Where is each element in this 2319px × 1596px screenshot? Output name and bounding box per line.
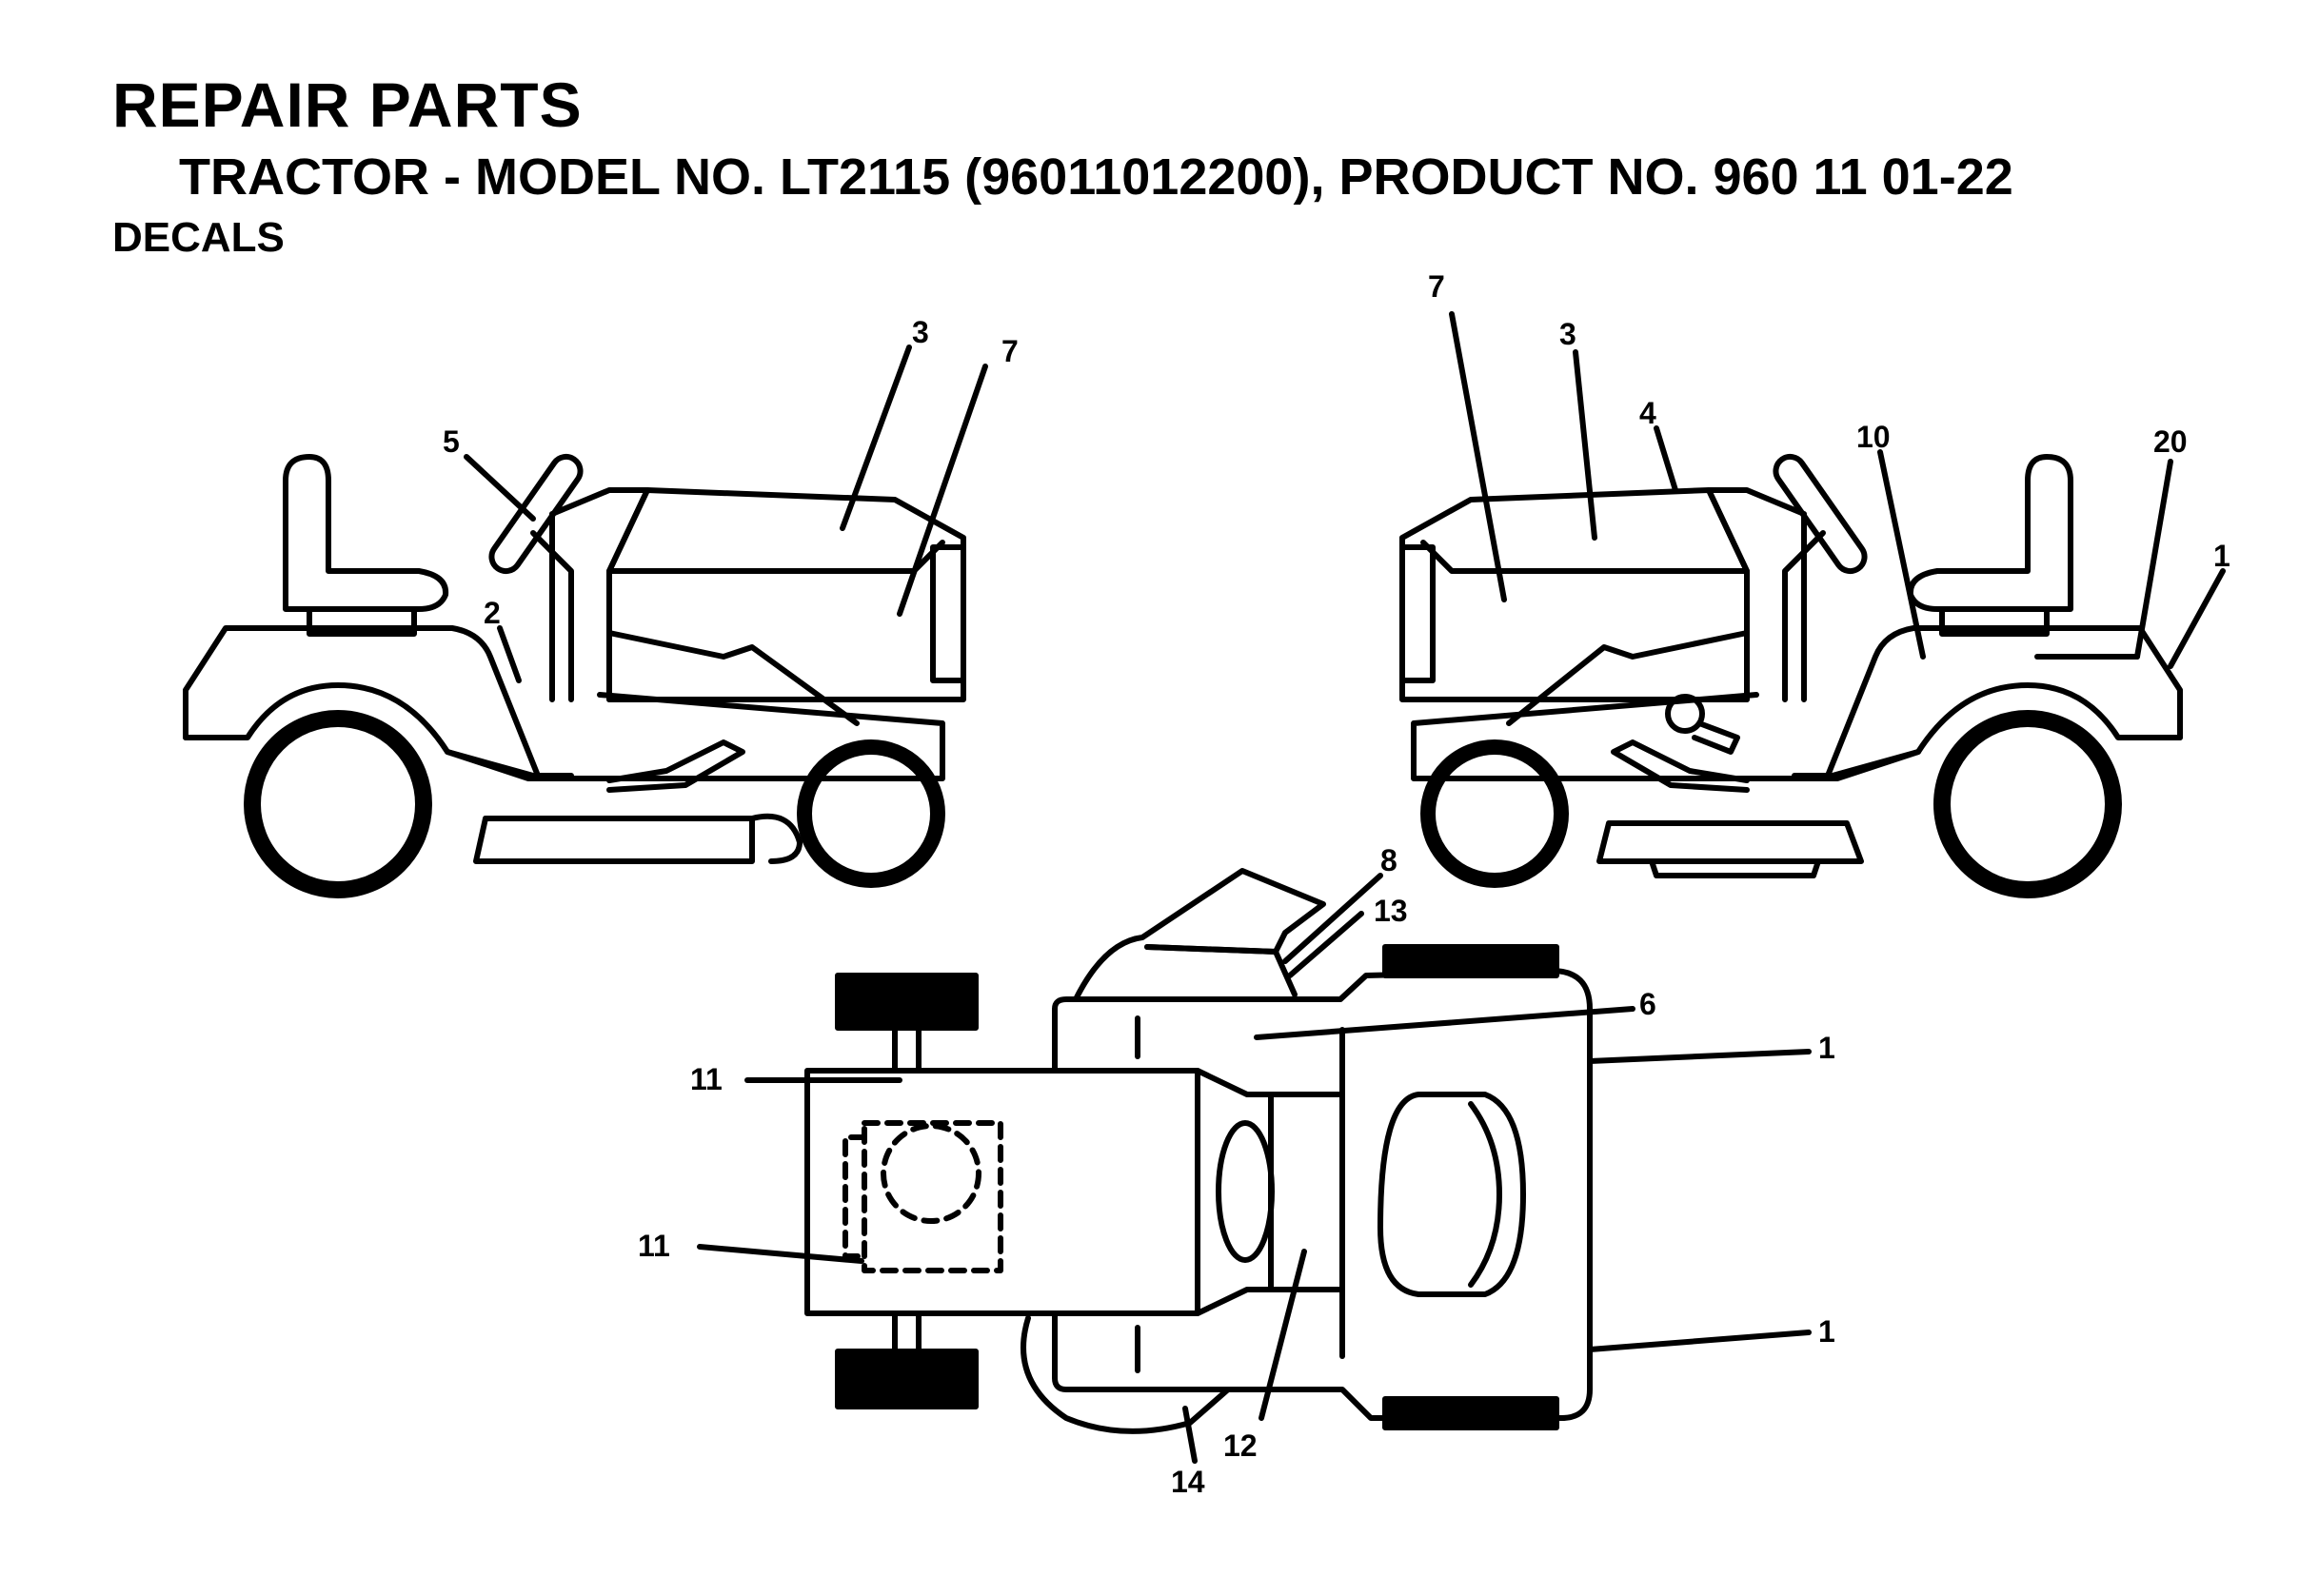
left-steering-column xyxy=(530,530,574,702)
leader-left-5 xyxy=(464,454,536,522)
section-title: DECALS xyxy=(112,214,285,261)
left-grille xyxy=(930,544,966,683)
left-frame xyxy=(445,692,945,781)
callout-right-1: 1 xyxy=(2213,539,2230,573)
right-steering-column xyxy=(1782,530,1826,702)
leader-right-7 xyxy=(1449,311,1507,602)
left-rear-wheel xyxy=(244,710,432,898)
leader-top-12 xyxy=(1259,1249,1307,1421)
callout-left-3: 3 xyxy=(912,315,929,349)
top-deck-arc xyxy=(1021,1315,1231,1434)
right-pedal xyxy=(1611,739,1750,793)
right-hood xyxy=(1399,487,1750,702)
model-subtitle: TRACTOR - MODEL NO. LT2115 (96011012200)… xyxy=(179,148,2013,206)
callout-right-20: 20 xyxy=(2153,424,2188,459)
leader-right-1 xyxy=(2168,568,2226,669)
top-fender-body xyxy=(1052,968,1593,1421)
right-rear-fender xyxy=(1792,625,2183,778)
leader-top-13 xyxy=(1287,911,1364,978)
right-dash xyxy=(1706,487,1807,702)
right-frame xyxy=(1411,692,1921,781)
top-front-tire-lower xyxy=(1382,1396,1559,1430)
left-hood-line xyxy=(606,540,945,574)
callout-left-7: 7 xyxy=(1001,334,1019,368)
left-front-wheel xyxy=(797,739,945,888)
left-dash xyxy=(549,487,650,702)
leader-right-3 xyxy=(1573,349,1597,541)
top-fuel-cap xyxy=(881,1123,981,1224)
right-seat xyxy=(1907,454,2073,612)
top-rear-tire-upper xyxy=(835,973,979,1031)
callout-right-10: 10 xyxy=(1856,420,1891,454)
leader-top-8 xyxy=(1282,873,1383,964)
right-hood-line xyxy=(1420,540,1750,574)
callout-top-1a: 1 xyxy=(1818,1031,1835,1065)
top-hood-oval-inner xyxy=(1468,1101,1502,1288)
leader-right-20 xyxy=(2134,459,2173,660)
left-rear-fender xyxy=(183,625,574,778)
leader-top-11b xyxy=(697,1244,864,1264)
left-side-view xyxy=(183,345,988,898)
callout-top-14: 14 xyxy=(1171,1465,1205,1499)
top-seat-back-lower xyxy=(1144,944,1298,997)
page-header: REPAIR PARTS TRACTOR - MODEL NO. LT2115 … xyxy=(0,0,2319,266)
right-hood-lower xyxy=(1506,630,1750,726)
leader-top-1a xyxy=(1587,1049,1812,1064)
leader-top-6 xyxy=(1254,1006,1635,1040)
callout-top-13: 13 xyxy=(1374,894,1408,928)
callout-top-11b: 11 xyxy=(638,1229,670,1263)
left-fender-arch xyxy=(183,682,536,778)
callout-top-12: 12 xyxy=(1223,1429,1258,1463)
top-steering-wheel xyxy=(1216,1120,1275,1263)
top-view xyxy=(697,868,1812,1464)
top-battery-edge xyxy=(842,1134,867,1259)
callout-top-1b: 1 xyxy=(1818,1314,1835,1349)
right-mower-deck xyxy=(1596,820,1864,864)
page-title: REPAIR PARTS xyxy=(112,69,583,140)
right-steering-wheel xyxy=(1773,453,1868,575)
callout-right-4: 4 xyxy=(1639,396,1656,430)
left-deck-chute xyxy=(749,813,803,864)
left-steering-wheel xyxy=(488,453,584,575)
callout-top-8: 8 xyxy=(1380,843,1397,877)
right-fender-arch xyxy=(1830,682,2183,778)
leader-left-7 xyxy=(897,364,988,617)
callout-labels: 3 7 5 2 7 3 4 10 20 1 8 13 6 1 11 11 1 1… xyxy=(443,269,2230,1499)
callout-right-3: 3 xyxy=(1559,317,1576,351)
left-hood xyxy=(606,487,966,702)
top-dash xyxy=(1195,1068,1345,1316)
left-pedal xyxy=(606,739,745,793)
callout-left-5: 5 xyxy=(443,424,460,459)
callout-top-11a: 11 xyxy=(690,1062,723,1096)
leader-right-10 xyxy=(1877,449,1926,660)
left-seat xyxy=(283,454,449,612)
right-lift-knob xyxy=(1665,694,1705,734)
callout-left-2: 2 xyxy=(484,596,501,630)
leader-left-2 xyxy=(497,625,522,683)
right-deck-skirt xyxy=(1649,858,1821,878)
right-rear-wheel xyxy=(1933,710,2122,898)
right-side-view xyxy=(1399,311,2226,898)
top-rear-tire-lower xyxy=(835,1349,979,1409)
right-seat-base xyxy=(1939,606,2050,637)
leader-top-14 xyxy=(1182,1406,1198,1464)
left-mower-deck xyxy=(473,816,755,864)
left-hood-lower xyxy=(606,630,860,726)
right-lift-lever xyxy=(1692,720,1740,755)
leader-right-4 xyxy=(1654,425,1678,493)
right-front-wheel xyxy=(1420,739,1569,888)
right-grille xyxy=(1399,544,1436,683)
callout-right-7: 7 xyxy=(1428,269,1445,304)
top-battery-area xyxy=(862,1120,1003,1273)
callout-top-6: 6 xyxy=(1639,987,1656,1021)
top-seat-back xyxy=(1073,868,1326,1002)
top-rear-body xyxy=(804,1068,1200,1316)
leader-top-1b xyxy=(1587,1330,1812,1352)
leader-left-3 xyxy=(840,345,912,531)
left-seat-base xyxy=(307,606,417,637)
top-hood-oval xyxy=(1378,1092,1526,1297)
